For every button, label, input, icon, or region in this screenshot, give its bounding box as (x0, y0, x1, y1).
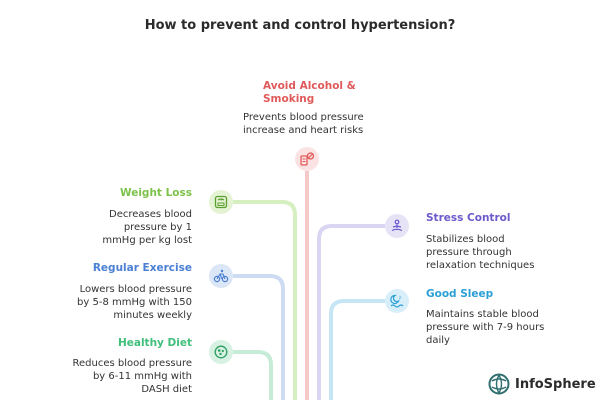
alcohol-description: Prevents blood pressure increase and hea… (243, 112, 364, 136)
connector-sleep (329, 299, 385, 400)
no-smoking-icon (300, 152, 315, 166)
sleep-heading: Good Sleep (426, 288, 494, 300)
exercise-heading: Regular Exercise (92, 262, 192, 274)
scale-icon (214, 195, 228, 209)
exercise-node (209, 264, 233, 288)
connector-weight (233, 200, 297, 400)
alcohol-heading: Avoid Alcohol & Smoking (263, 80, 356, 105)
connector-exercise (233, 274, 285, 400)
svg-text:z: z (399, 295, 401, 300)
connector-stress (317, 224, 385, 400)
sleep-node: z (385, 289, 409, 313)
weight-node (209, 190, 233, 214)
exercise-description: Lowers blood pressure by 5-8 mmHg with 1… (77, 284, 192, 321)
page-title: How to prevent and control hypertension? (144, 18, 456, 33)
infosphere-logo: InfoSphere (488, 373, 596, 395)
bicycle-icon (213, 269, 229, 283)
infosphere-logo-icon (488, 373, 510, 395)
stress-node (385, 214, 409, 238)
diet-description: Reduces blood pressure by 6-11 mmHg with… (72, 358, 192, 395)
salad-icon (214, 345, 228, 359)
sleep-icon: z (390, 294, 404, 308)
stress-heading: Stress Control (426, 212, 511, 224)
diet-heading: Healthy Diet (117, 337, 192, 349)
connector-diet (233, 350, 273, 400)
sleep-description: Maintains stable blood pressure with 7-9… (426, 309, 545, 346)
alcohol-node (295, 147, 319, 171)
infosphere-logo-text: InfoSphere (515, 376, 596, 392)
weight-heading: Weight Loss (120, 187, 192, 199)
meditation-icon (391, 219, 403, 232)
stress-description: Stabilizes blood pressure through relaxa… (426, 234, 535, 271)
diet-node (209, 340, 233, 364)
weight-description: Decreases blood pressure by 1 mmHg per k… (102, 209, 192, 246)
